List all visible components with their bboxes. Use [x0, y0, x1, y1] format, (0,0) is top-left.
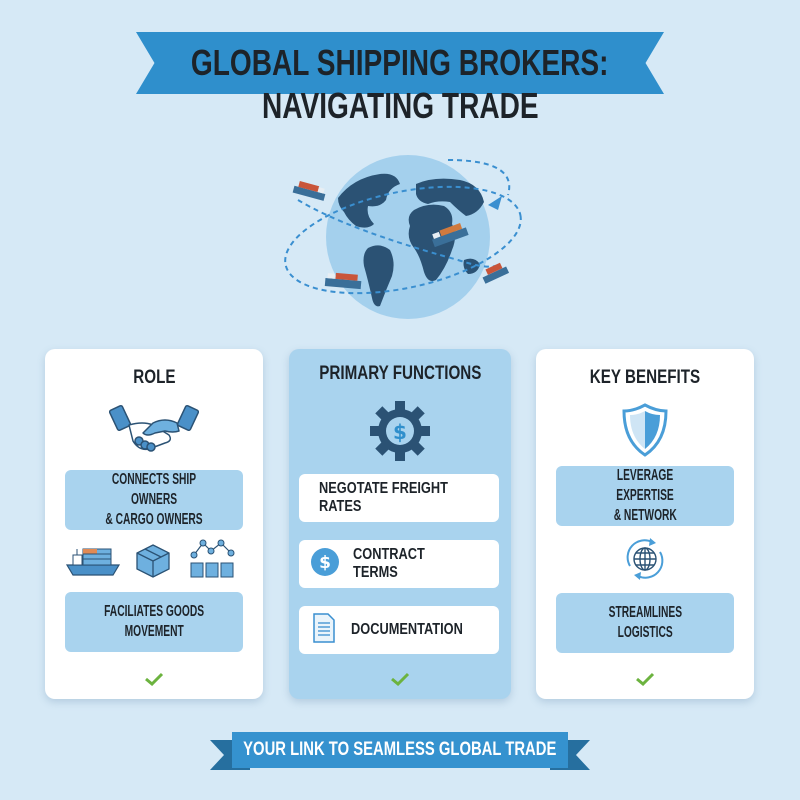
cargo-ship-icon [65, 545, 121, 582]
package-box-icon [135, 543, 171, 584]
gear-dollar-icon: $ [368, 399, 432, 468]
dollar-coin-icon: $ [311, 547, 339, 581]
card-title: KEY BENEFITS [589, 367, 701, 388]
function-item-contract-terms: $ CONTRACT TERMS [299, 540, 499, 588]
globe-with-ships-icon [268, 150, 538, 320]
card-role: ROLE CONNECTS SHIP OWNERS& CARGO OWNERS [45, 349, 263, 699]
tagline-banner: YOUR LINK TO SEAMLESS GLOBAL TRADE [210, 730, 590, 780]
card-title: PRIMARY FUNCTIONS [318, 363, 482, 384]
document-icon [313, 612, 335, 648]
title-banner [136, 32, 664, 94]
svg-text:$: $ [319, 553, 331, 573]
function-item-negotiate: NEGOTATE FREIGHT RATES [299, 474, 499, 522]
checkmark-icon [144, 672, 164, 691]
handshake-icon [108, 401, 200, 460]
card-primary-functions: PRIMARY FUNCTIONS $ NEGOTATE FREIGHT RAT… [289, 349, 511, 699]
shield-icon [622, 403, 668, 462]
network-containers-icon [189, 539, 235, 584]
page-title-line-2: NAVIGATING TRADE [261, 85, 539, 126]
benefit-item-leverage: LEVERAGE EXPERTISE& NETWORK [556, 466, 734, 526]
card-key-benefits: KEY BENEFITS LEVERAGE EXPERTISE& NETWORK [536, 349, 754, 699]
role-item-connects: CONNECTS SHIP OWNERS& CARGO OWNERS [65, 470, 243, 530]
card-title: ROLE [132, 367, 176, 388]
checkmark-icon [635, 672, 655, 691]
checkmark-icon [390, 672, 410, 691]
tagline: YOUR LINK TO SEAMLESS GLOBAL TRADE [232, 732, 568, 768]
globe-sync-icon [622, 536, 668, 587]
page-title-line-1: GLOBAL SHIPPING BROKERS: [191, 42, 609, 83]
svg-text:$: $ [393, 420, 407, 444]
function-item-documentation: DOCUMENTATION [299, 606, 499, 654]
